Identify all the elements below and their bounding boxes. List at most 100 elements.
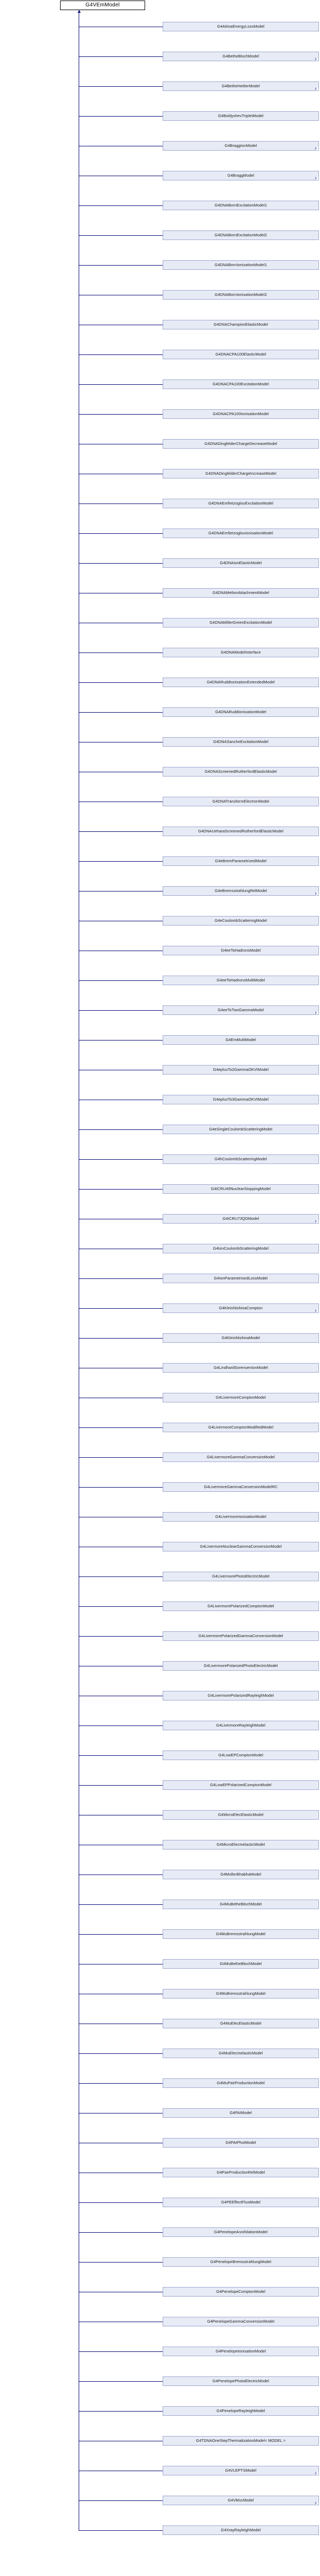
derived-class-node[interactable]: G4VMscModel <box>163 2496 319 2505</box>
derived-class-node[interactable]: G4PenelopeGammaConversionModel <box>163 2317 319 2326</box>
derived-class-node[interactable]: G4LivermorePhotoElectricModel <box>163 1572 319 1581</box>
inheritance-edge <box>79 503 163 504</box>
derived-class-node[interactable]: G4IonCoulombScatteringModel <box>163 1244 319 1253</box>
derived-class-node[interactable]: G4DNADingfelderChargeIncreaseModel <box>163 469 319 478</box>
derived-class-node[interactable]: G4LivermoreGammaConversionModel <box>163 1452 319 1462</box>
derived-class-node[interactable]: G4MicroElecElasticModel <box>163 1810 319 1820</box>
derived-class-node[interactable]: G4MicroElecInelasticModel <box>163 1840 319 1850</box>
derived-class-node[interactable]: G4DNACPA100ElasticModel <box>163 350 319 359</box>
derived-class-node[interactable]: G4DNARuddIonisationExtendedModel <box>163 678 319 687</box>
derived-class-node[interactable]: G4LivermorePolarizedPhotoElectricModel <box>163 1661 319 1671</box>
inheritance-edge <box>79 980 163 981</box>
inheritance-edge <box>79 2053 163 2054</box>
derived-class-node[interactable]: G4DNABornExcitationModel2 <box>163 230 319 240</box>
derived-class-node[interactable]: G4MuBetheBlochModel <box>163 1959 319 1969</box>
derived-class-node[interactable]: G4BetheBlochModel <box>163 52 319 61</box>
derived-class-node[interactable]: G4LivermorePolarizedComptonModel <box>163 1601 319 1611</box>
derived-class-node[interactable]: G4BetheHeitlerModel <box>163 81 319 91</box>
derived-class-node[interactable]: G4eBremParametrizedModel <box>163 856 319 866</box>
derived-class-node[interactable]: G4LivermoreComptonModel <box>163 1393 319 1402</box>
derived-class-node[interactable]: G4DNAIonElasticModel <box>163 558 319 568</box>
derived-class-node[interactable]: G4DNAModelInterface <box>163 648 319 657</box>
derived-class-node[interactable]: G4LivermoreGammaConversionModelRC <box>163 1482 319 1492</box>
inheritance-edge <box>79 1159 163 1160</box>
derived-class-node[interactable]: G4ICRU73QOModel <box>163 1214 319 1224</box>
derived-class-node[interactable]: G4PEEffectFluoModel <box>163 2198 319 2207</box>
derived-class-node[interactable]: G4hCoulombScatteringModel <box>163 1154 319 1164</box>
derived-class-node[interactable]: G4DNAEmfietzoglouExcitationModel <box>163 499 319 508</box>
derived-class-node[interactable]: G4IonParametrisedLossModel <box>163 1274 319 1283</box>
derived-class-node[interactable]: G4LindhardSorensenIonModel <box>163 1363 319 1373</box>
derived-class-node[interactable]: G4BraggModel <box>163 171 319 180</box>
derived-class-node[interactable]: G4eplusTo3GammaOKVIModel <box>163 1095 319 1104</box>
derived-class-node[interactable]: G4eSingleCoulombScatteringModel <box>163 1125 319 1134</box>
inheritance-edge <box>79 1338 163 1339</box>
derived-class-node[interactable]: G4LowEPComptonModel <box>163 1751 319 1760</box>
derived-class-node[interactable]: G4MuPairProductionModel <box>163 2078 319 2088</box>
derived-class-node[interactable]: G4DNAUeharaScreenedRutherfordElasticMode… <box>163 827 319 836</box>
inheritance-edge <box>79 2530 163 2531</box>
derived-class-node[interactable]: G4DNASancheExcitationModel <box>163 737 319 747</box>
inheritance-edge <box>79 1129 163 1130</box>
derived-class-node[interactable]: G4PenelopePhotoElectricModel <box>163 2376 319 2386</box>
derived-class-node[interactable]: G4ICRU49NuclearStoppingModel <box>163 1184 319 1194</box>
derived-class-node[interactable]: G4LivermorePolarizedGammaConversionModel <box>163 1631 319 1641</box>
derived-class-node[interactable]: G4DNATransformElectronModel <box>163 797 319 806</box>
derived-class-node[interactable]: G4DNARuddIonisationModel <box>163 707 319 717</box>
derived-class-node[interactable]: G4AtimaEnergyLossModel <box>163 22 319 31</box>
derived-class-node[interactable]: G4VLEPTSModel <box>163 2466 319 2475</box>
derived-class-node[interactable]: G4DNAMillerGreenExcitationModel <box>163 618 319 628</box>
derived-class-node[interactable]: G4DNACPA100ExcitationModel <box>163 379 319 389</box>
derived-class-node[interactable]: G4EmMultiModel <box>163 1035 319 1045</box>
derived-class-node[interactable]: G4BraggIonModel <box>163 141 319 151</box>
derived-class-node[interactable]: G4eeToHadronsModel <box>163 946 319 955</box>
derived-class-node[interactable]: G4DNABornExcitationModel1 <box>163 201 319 210</box>
derived-class-node[interactable]: G4MollerBhabhaModel <box>163 1870 319 1879</box>
derived-class-node[interactable]: G4TDNAOneStepThermalizationModel< MODEL … <box>163 2436 319 2446</box>
derived-class-node[interactable]: G4DNABornIonisationModel1 <box>163 260 319 270</box>
derived-class-node[interactable]: G4DNAScreenedRutherfordElasticModel <box>163 767 319 777</box>
derived-class-node[interactable]: G4eeToHadronsMultiModel <box>163 976 319 985</box>
inheritance-edge <box>79 533 163 534</box>
derived-class-node[interactable]: G4DNAChampionElasticModel <box>163 320 319 329</box>
derived-class-node[interactable]: G4BoldyshevTripletModel <box>163 111 319 121</box>
derived-class-node[interactable]: G4MuElecElasticModel <box>163 2019 319 2028</box>
derived-class-node[interactable]: G4PenelopeAnnihilationModel <box>163 2227 319 2237</box>
derived-class-node[interactable]: G4PenelopeBremsstrahlungModel <box>163 2257 319 2267</box>
derived-class-node[interactable]: G4LivermorePolarizedRayleighModel <box>163 1691 319 1700</box>
derived-class-node[interactable]: G4DNAMeltonAttachmentModel <box>163 588 319 598</box>
derived-class-node[interactable]: G4MuBremsstrahlungModel <box>163 1929 319 1939</box>
derived-class-node[interactable]: G4LivermoreIonisationModel <box>163 1512 319 1522</box>
derived-class-node[interactable]: G4XrayRayleighModel <box>163 2525 319 2535</box>
derived-class-node[interactable]: G4eeToTwoGammaModel <box>163 1005 319 1015</box>
root-class-node[interactable]: G4VEmModel <box>60 1 145 10</box>
inheritance-edge <box>79 1487 163 1488</box>
derived-class-node[interactable]: G4LivermoreRayleighModel <box>163 1721 319 1730</box>
derived-class-node[interactable]: G4MuElecInelasticModel <box>163 2049 319 2058</box>
inheritance-edge <box>79 1427 163 1428</box>
derived-class-node[interactable]: G4DNABornIonisationModel2 <box>163 290 319 300</box>
derived-class-node[interactable]: G4LowEPPolarizedComptonModel <box>163 1780 319 1790</box>
inheritance-edge <box>79 1934 163 1935</box>
derived-class-node[interactable]: G4PAIModel <box>163 2108 319 2118</box>
derived-class-node[interactable]: G4PenelopeRayleighModel <box>163 2406 319 2416</box>
derived-class-node[interactable]: G4KleinNishinaModel <box>163 1333 319 1343</box>
derived-class-node[interactable]: G4LivermoreComptonModifiedModel <box>163 1423 319 1432</box>
derived-class-node[interactable]: G4KleinNishinaCompton <box>163 1303 319 1313</box>
derived-class-node[interactable]: G4eBremsstrahlungRelModel <box>163 886 319 896</box>
derived-class-node[interactable]: G4PenelopeComptonModel <box>163 2287 319 2297</box>
derived-class-node[interactable]: G4PenelopeIonisationModel <box>163 2347 319 2356</box>
derived-class-node[interactable]: G4eCoulombScatteringModel <box>163 916 319 926</box>
derived-class-node[interactable]: G4DNACPA100IonisationModel <box>163 409 319 419</box>
derived-class-node[interactable]: G4PAIPhotModel <box>163 2138 319 2148</box>
derived-class-node[interactable]: G4eplusTo2GammaOKVIModel <box>163 1065 319 1075</box>
inheritance-edge <box>79 1606 163 1607</box>
derived-class-node[interactable]: G4MuBremsstrahlungModel <box>163 1989 319 1999</box>
derived-class-node[interactable]: G4DNADingfelderChargeDecreaseModel <box>163 439 319 449</box>
derived-class-node[interactable]: G4MuBetheBlochModel <box>163 1900 319 1909</box>
derived-class-node[interactable]: G4PairProductionRelModel <box>163 2168 319 2177</box>
inheritance-edge <box>79 1010 163 1011</box>
derived-class-node[interactable]: G4DNAEmfietzoglouIonisationModel <box>163 529 319 538</box>
derived-class-node[interactable]: G4LivermoreNuclearGammaConversionModel <box>163 1542 319 1551</box>
inheritance-edge <box>79 2202 163 2203</box>
